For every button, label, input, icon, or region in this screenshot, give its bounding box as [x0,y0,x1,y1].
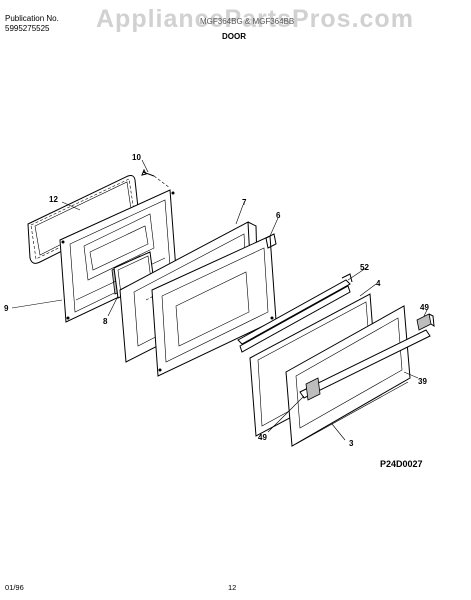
outer-door-frame-part [285,305,431,447]
callout-6: 6 [276,211,281,220]
footer-date: 01/96 [5,583,24,592]
callout-9: 9 [4,304,9,313]
watermark-logo: AppliancePartsPros.com [96,5,414,33]
callout-52: 52 [360,263,369,272]
clip-part [416,313,435,331]
callout-7: 7 [242,198,247,207]
callout-4: 4 [376,279,381,288]
callout-8: 8 [103,317,108,326]
model-numbers: MGF364BG & MGF364BB [200,17,295,26]
drawing-code: P24D0027 [380,459,423,469]
callout-12: 12 [49,195,58,204]
hinge-bar-part [237,273,353,353]
page-number: 12 [228,583,237,592]
publication-number: 5995275525 [5,24,50,33]
callout-3: 3 [349,439,354,448]
callout-49-handle: 49 [258,433,267,442]
publication-label: Publication No. [5,14,59,23]
callout-10: 10 [132,153,141,162]
screw-part [141,168,171,189]
callout-39: 39 [418,377,427,386]
callout-49-clip: 49 [420,303,429,312]
leader-lines [11,159,428,441]
section-title: DOOR [222,32,246,41]
